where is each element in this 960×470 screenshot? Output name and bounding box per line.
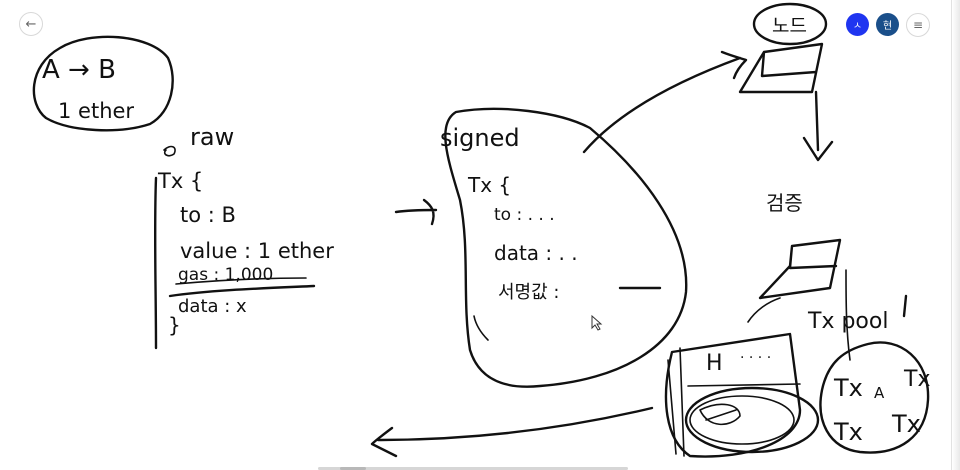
node-group: 노드 xyxy=(738,2,834,162)
txpool-stack: Tx pool xyxy=(747,238,908,361)
signed-tx-signature: 서명값 : xyxy=(498,282,559,303)
raw-label: raw xyxy=(190,123,234,151)
user-icon: ㅅ xyxy=(852,21,863,32)
tx-gas: gas : 1,000 xyxy=(178,265,273,285)
block-dots: · · · · xyxy=(740,350,771,366)
tx-to: to : B xyxy=(180,203,236,227)
menu-button[interactable]: ≡ xyxy=(906,13,930,37)
tx-value: value : 1 ether xyxy=(180,239,334,263)
pool-tx-4: Tx xyxy=(891,410,921,438)
signed-title: signed xyxy=(440,124,520,152)
pool-tx-a: A xyxy=(874,384,885,402)
tx-close: } xyxy=(168,313,181,337)
signed-tx-open: Tx { xyxy=(467,173,511,197)
pool-circle: Tx A Tx Tx Tx xyxy=(819,341,930,454)
avatar-initial: 현 xyxy=(882,21,893,32)
block-h: H · · · · xyxy=(664,332,820,458)
pool-tx-1: Tx xyxy=(833,374,863,402)
horizontal-scrollbar[interactable] xyxy=(318,467,628,470)
arrow-to-signed xyxy=(394,198,438,226)
arrow-return xyxy=(370,406,654,458)
arrow-to-node xyxy=(582,50,748,154)
pool-tx-2: Tx xyxy=(903,367,930,392)
arrow-left-icon: ← xyxy=(25,16,37,32)
hamburger-menu-icon: ≡ xyxy=(912,18,924,32)
signed-tx-to: to : . . . xyxy=(494,205,555,225)
node-label: 노드 xyxy=(772,15,807,37)
vertical-scrollbar[interactable] xyxy=(951,0,960,470)
raw-note: raw xyxy=(163,123,234,157)
top-right-controls: ㅅ 현 ≡ xyxy=(846,13,930,37)
verify-label: 검증 xyxy=(766,191,803,215)
mouse-cursor-icon xyxy=(591,314,603,331)
signed-tx-blob: signed Tx { to : . . . data : . . 서명값 : xyxy=(440,107,688,388)
signed-tx-data: data : . . xyxy=(494,241,578,265)
txpool-label: Tx pool xyxy=(807,309,888,334)
avatar-user-1[interactable]: ㅅ xyxy=(846,13,869,36)
pool-tx-3: Tx xyxy=(833,418,863,446)
back-button[interactable]: ← xyxy=(19,12,43,36)
raw-tx-block: Tx { to : B value : 1 ether gas : 1,000 … xyxy=(153,169,334,350)
bubble-line-1: A → B xyxy=(42,55,116,85)
tx-data: data : x xyxy=(178,296,247,317)
tx-open: Tx { xyxy=(157,169,203,193)
transfer-bubble: A → B 1 ether xyxy=(32,35,174,132)
bubble-line-2: 1 ether xyxy=(58,99,134,123)
avatar-user-2[interactable]: 현 xyxy=(876,13,899,36)
block-h-label: H xyxy=(706,351,723,376)
scrollbar-thumb[interactable] xyxy=(340,467,366,470)
